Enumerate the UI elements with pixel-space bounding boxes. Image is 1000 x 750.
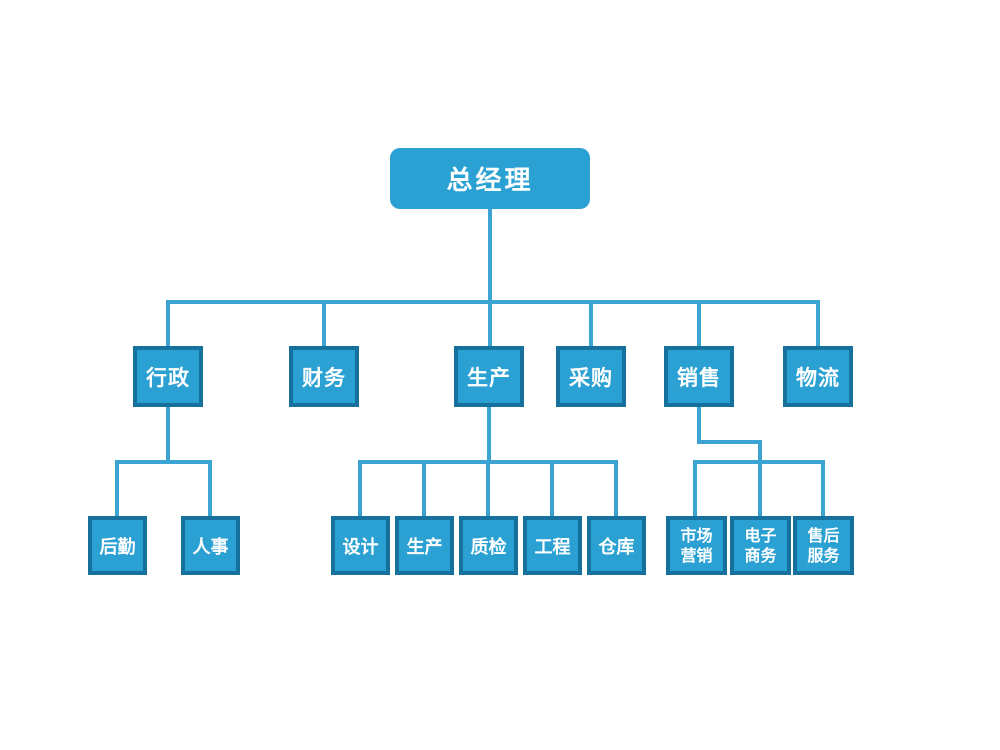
connector-drop-sales	[697, 300, 701, 346]
node-warehouse: 仓库	[587, 516, 646, 575]
connector-sales-vertical	[697, 407, 701, 444]
node-sales: 销售	[664, 346, 734, 407]
connector-drop-design	[358, 460, 362, 516]
connector-drop-ecommerce	[758, 460, 762, 516]
connector-drop-support	[115, 460, 119, 516]
node-design: 设计	[331, 516, 390, 575]
node-administration: 行政	[133, 346, 203, 407]
node-engineering: 工程	[523, 516, 582, 575]
node-quality: 质检	[459, 516, 518, 575]
connector-drop-finance	[322, 300, 326, 346]
connector-drop-procurement	[589, 300, 593, 346]
connector-drop-hr	[208, 460, 212, 516]
connector-drop-quality	[486, 460, 490, 516]
connector-drop-admin	[166, 300, 170, 346]
node-procurement: 采购	[556, 346, 626, 407]
connector-admin-bus	[115, 460, 212, 464]
connector-production-vertical	[487, 407, 491, 464]
connector-drop-aftersales	[821, 460, 825, 516]
connector-root-vertical	[488, 208, 492, 346]
connector-drop-logistics	[816, 300, 820, 346]
node-hr: 人事	[181, 516, 240, 575]
node-production-sub: 生产	[395, 516, 454, 575]
node-general-manager: 总经理	[390, 148, 590, 209]
connector-drop-production-sub	[422, 460, 426, 516]
connector-sales-jog-horizontal	[697, 440, 762, 444]
node-marketing: 市场 营销	[666, 516, 727, 575]
node-finance: 财务	[289, 346, 359, 407]
connector-level2-bus	[166, 300, 820, 304]
node-aftersales: 售后 服务	[793, 516, 854, 575]
connector-drop-engineering	[550, 460, 554, 516]
node-logistics: 物流	[783, 346, 853, 407]
connector-drop-warehouse	[614, 460, 618, 516]
connector-drop-marketing	[693, 460, 697, 516]
node-support: 后勤	[88, 516, 147, 575]
connector-sales-jog-vertical	[758, 440, 762, 464]
connector-admin-vertical	[166, 407, 170, 464]
node-production: 生产	[454, 346, 524, 407]
node-ecommerce: 电子 商务	[730, 516, 791, 575]
